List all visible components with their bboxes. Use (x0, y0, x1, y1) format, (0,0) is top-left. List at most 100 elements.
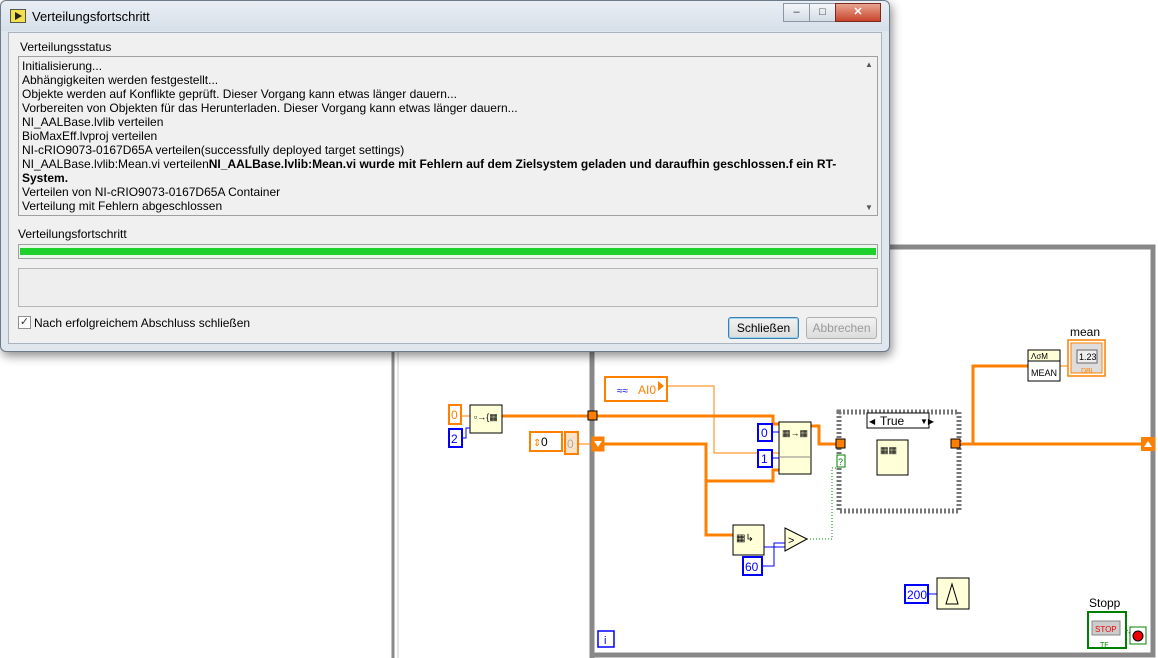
svg-text:2: 2 (451, 432, 458, 446)
while-loop[interactable] (589, 244, 1156, 658)
const-200[interactable]: 200 (904, 584, 929, 604)
const-60[interactable]: 60 (742, 556, 763, 576)
log-text: Initialisierung... (22, 59, 103, 73)
close-on-success-checkbox[interactable]: ✓ (18, 316, 31, 329)
minimize-button[interactable]: – (783, 3, 810, 22)
svg-text:TF: TF (1100, 642, 1109, 649)
stop-wire (1126, 629, 1132, 636)
svg-text:0: 0 (761, 426, 768, 440)
close-on-success-label[interactable]: Nach erfolgreichem Abschluss schließen (34, 316, 251, 330)
shift-register-left[interactable] (591, 436, 605, 452)
svg-text:1: 1 (761, 452, 768, 466)
stop-label: Stopp (1089, 596, 1121, 610)
log-text: NI_AALBase.lvlib:Mean.vi verteilen (22, 157, 209, 171)
const-index-1[interactable]: 1 (757, 449, 773, 468)
const-init[interactable]: 0 (448, 404, 462, 425)
log-line: NI_AALBase.lvlib:Mean.vi verteilenNI_AAL… (22, 157, 856, 185)
case-structure[interactable]: True ◀ ▼▶ ? ▦▦ (835, 409, 962, 514)
log-text: NI_AALBase.lvlib verteilen (22, 115, 164, 129)
svg-text:i: i (604, 635, 606, 647)
svg-text:▦▦: ▦▦ (880, 445, 897, 455)
svg-text:1.23: 1.23 (1079, 352, 1097, 362)
log-line: NI_AALBase.lvlib verteilen (22, 115, 856, 129)
blue-wires (462, 427, 937, 595)
scroll-up-icon[interactable]: ▲ (865, 60, 873, 69)
svg-text:DBL: DBL (1081, 368, 1095, 375)
log-line: Abhängigkeiten werden festgestellt... (22, 73, 856, 87)
svg-text:0: 0 (541, 435, 548, 449)
scroll-down-icon[interactable]: ▼ (865, 203, 873, 212)
log-text: NI-cRIO9073-0167D65A verteilen(successfu… (22, 143, 405, 157)
svg-text:⇕: ⇕ (533, 438, 541, 449)
svg-text:0: 0 (451, 408, 458, 422)
log-text: Objekte werden auf Konflikte geprüft. Di… (22, 87, 457, 101)
log-line: Objekte werden auf Konflikte geprüft. Di… (22, 87, 856, 101)
array-subset-node[interactable] (876, 439, 909, 476)
svg-text:0: 0 (567, 437, 574, 451)
initialize-array-node[interactable]: ▫→{▦ (469, 404, 503, 434)
svg-text:STOP: STOP (1095, 625, 1117, 634)
wait-ms-node[interactable] (936, 577, 970, 610)
deployment-dialog[interactable]: Verteilungsfortschritt – □ ✕ Verteilungs… (0, 0, 890, 352)
svg-text:200: 200 (907, 588, 927, 602)
log-line: Vorbereiten von Objekten für das Herunte… (22, 101, 856, 115)
log-scrollbar[interactable]: ▲▼ (861, 57, 877, 215)
close-button[interactable]: Schließen (728, 317, 799, 339)
const-index-0[interactable]: 0 (757, 423, 773, 442)
dialog-body: Verteilungsstatus Initialisierung...Abhä… (8, 32, 882, 344)
mean-node[interactable]: ΛσΜ MEAN (1027, 349, 1061, 382)
svg-text:MEAN: MEAN (1031, 368, 1057, 378)
wires (461, 364, 1145, 537)
message-box (18, 268, 878, 307)
svg-text:◀: ◀ (869, 417, 876, 426)
log-line: BioMaxEff.lvproj verteilen (22, 129, 856, 143)
log-lines: Initialisierung...Abhängigkeiten werden … (19, 57, 859, 215)
svg-text:?: ? (838, 457, 843, 467)
loop-condition[interactable] (1129, 626, 1147, 645)
case-selector[interactable] (866, 412, 930, 429)
svg-text:AI0: AI0 (638, 383, 656, 397)
cancel-button: Abbrechen (806, 317, 877, 339)
numeric-indicator: 0 (564, 431, 579, 455)
log-error-text: NI_AALBase.lvlib:Mean.vi wurde mit Fehle… (22, 157, 837, 185)
stop-button-terminal[interactable]: STOP TF (1087, 611, 1127, 649)
log-line: NI-cRIO9073-0167D65A verteilen(successfu… (22, 143, 856, 157)
svg-text:True: True (880, 414, 905, 428)
progress-bar (18, 244, 878, 259)
svg-text:▼▶: ▼▶ (920, 417, 935, 426)
channel-constant[interactable]: ≈≈ AI0 (604, 376, 668, 402)
dialog-title: Verteilungsfortschritt (32, 9, 150, 24)
array-size-node[interactable]: ▦↳ (732, 524, 765, 556)
numeric-control[interactable]: ⇕0 (529, 431, 563, 452)
greater-than-node[interactable]: > (784, 527, 809, 552)
status-label: Verteilungsstatus (20, 40, 112, 54)
svg-text:ΛσΜ: ΛσΜ (1031, 352, 1048, 361)
svg-text:▫→{▦: ▫→{▦ (474, 412, 498, 422)
mean-label: mean (1070, 325, 1100, 339)
boolean-wire (807, 467, 838, 540)
svg-text:60: 60 (745, 560, 759, 574)
iteration-terminal: i (597, 630, 615, 648)
status-log[interactable]: Initialisierung...Abhängigkeiten werden … (18, 56, 878, 216)
maximize-button[interactable]: □ (809, 3, 836, 22)
title-bar[interactable]: Verteilungsfortschritt – □ ✕ (1, 1, 889, 31)
log-text: BioMaxEff.lvproj verteilen (22, 129, 158, 143)
log-line: Initialisierung... (22, 59, 856, 73)
const-size[interactable]: 2 (448, 428, 463, 448)
log-text: Abhängigkeiten werden festgestellt... (22, 73, 219, 87)
svg-text:▦↳: ▦↳ (736, 533, 754, 544)
svg-text:≈≈: ≈≈ (617, 386, 628, 397)
log-text: Verteilen von NI-cRIO9073-0167D65A Conta… (22, 185, 281, 199)
svg-text:▦→▦: ▦→▦ (782, 428, 808, 438)
log-text: Verteilung mit Fehlern abgeschlossen (22, 199, 223, 213)
svg-text:>: > (788, 535, 794, 547)
labview-icon (10, 9, 26, 23)
progress-label: Verteilungsfortschritt (18, 227, 127, 241)
log-line: Verteilung mit Fehlern abgeschlossen (22, 199, 856, 213)
shift-register-right[interactable] (1141, 437, 1155, 451)
close-window-button[interactable]: ✕ (835, 3, 881, 22)
replace-array-subset-node[interactable]: ▦→▦ (778, 421, 812, 475)
log-text: Vorbereiten von Objekten für das Herunte… (22, 101, 518, 115)
